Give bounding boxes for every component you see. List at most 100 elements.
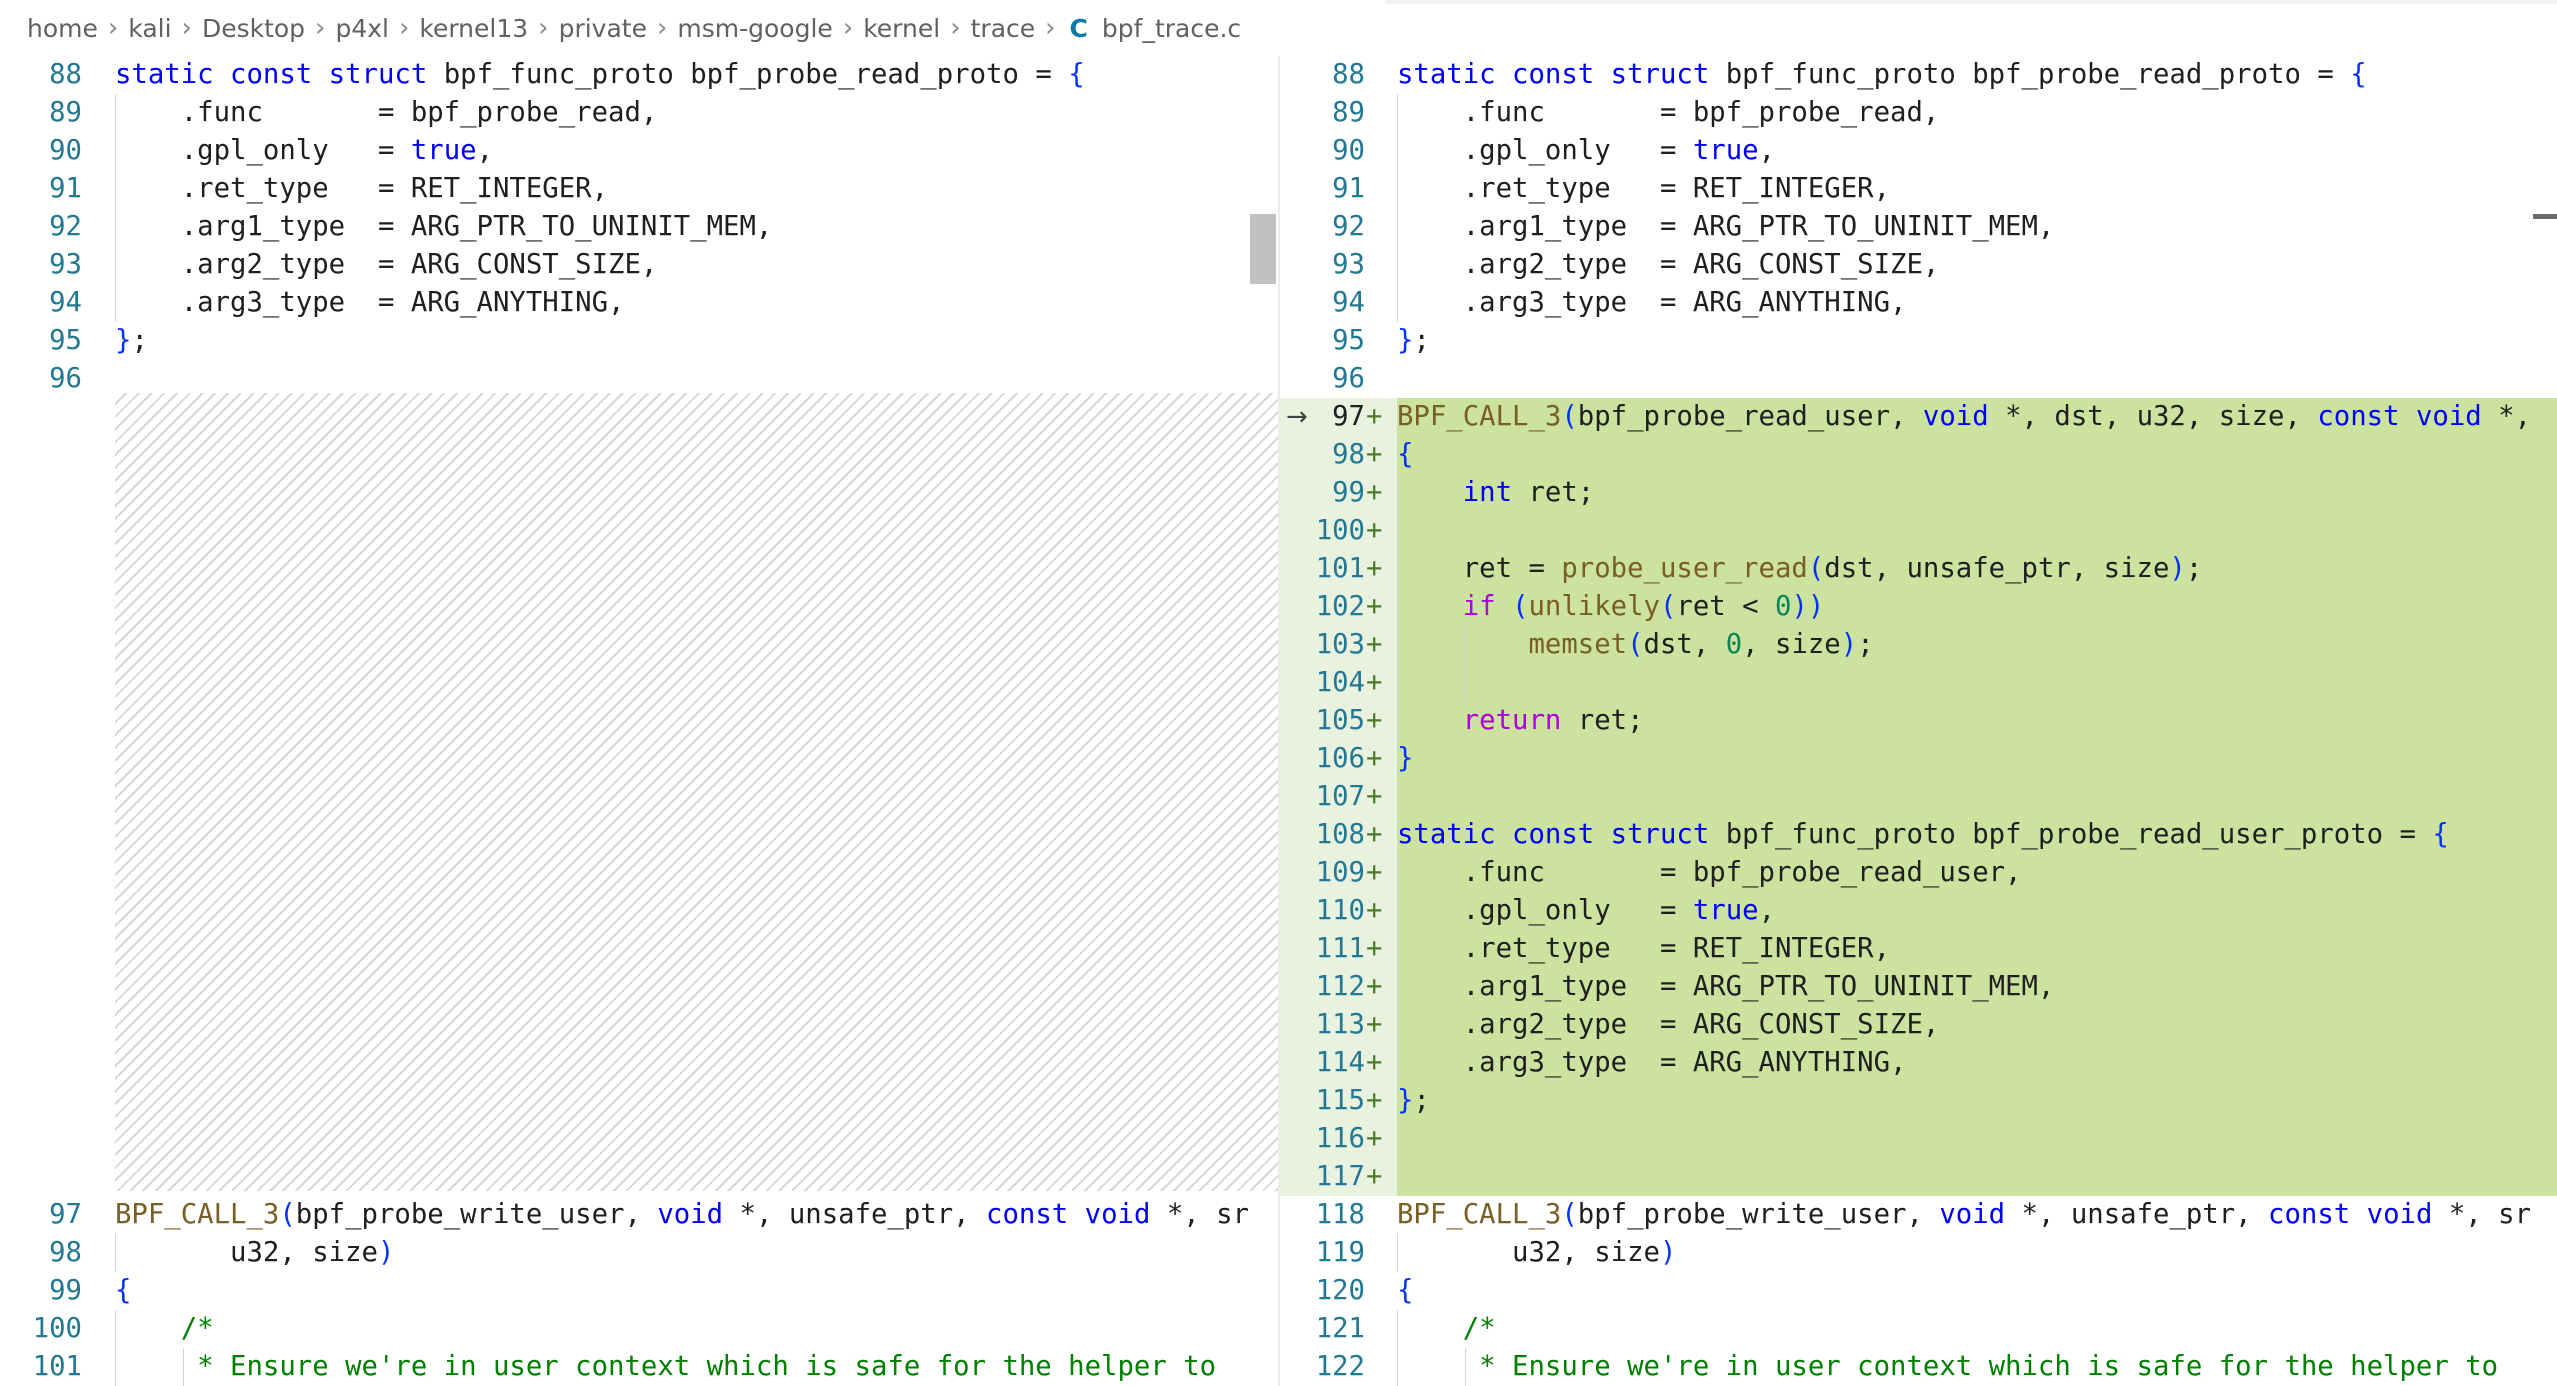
code-line[interactable]: 96: [0, 360, 1278, 398]
added-code-line[interactable]: 117+: [1280, 1158, 2557, 1196]
breadcrumb-item[interactable]: p4xl: [335, 13, 389, 43]
added-code-line[interactable]: 101+ ret = probe_user_read(dst, unsafe_p…: [1280, 550, 2557, 588]
code-text: .arg1_type = ARG_PTR_TO_UNINIT_MEM,: [1397, 971, 2055, 1002]
added-code-line[interactable]: 98+{: [1280, 436, 2557, 474]
line-number: 99: [1332, 477, 1365, 508]
breadcrumb-item[interactable]: kernel13: [419, 13, 529, 43]
added-code-line[interactable]: 116+: [1280, 1120, 2557, 1158]
code-line[interactable]: 89 .func = bpf_probe_read,: [0, 94, 1278, 132]
added-code-line[interactable]: 105+ return ret;: [1280, 702, 2557, 740]
added-line-gutter: [1280, 398, 1397, 436]
added-line-highlight: [1397, 1158, 2557, 1196]
chevron-right-icon: ›: [398, 13, 410, 43]
added-line-gutter: [1280, 930, 1397, 968]
added-code-line[interactable]: 113+ .arg2_type = ARG_CONST_SIZE,: [1280, 1006, 2557, 1044]
added-line-highlight: [1397, 1006, 2557, 1044]
code-line[interactable]: 93 .arg2_type = ARG_CONST_SIZE,: [1280, 246, 2557, 284]
added-code-line[interactable]: 100+: [1280, 512, 2557, 550]
added-code-line[interactable]: 106+}: [1280, 740, 2557, 778]
added-line-highlight: [1397, 436, 2557, 474]
added-code-line[interactable]: 110+ .gpl_only = true,: [1280, 892, 2557, 930]
chevron-right-icon: ›: [315, 13, 326, 43]
tab-strip-edge: [1385, 0, 2557, 4]
line-number: 103: [1315, 629, 1365, 660]
added-line-highlight: [1397, 626, 2557, 664]
code-line[interactable]: 92 .arg1_type = ARG_PTR_TO_UNINIT_MEM,: [1280, 208, 2557, 246]
indent-guide: [115, 1310, 116, 1386]
code-line[interactable]: 94 .arg3_type = ARG_ANYTHING,: [1280, 284, 2557, 322]
line-number: 118: [1315, 1199, 1365, 1230]
line-number: 121: [1315, 1313, 1365, 1344]
code-line[interactable]: 90 .gpl_only = true,: [1280, 132, 2557, 170]
code-line[interactable]: 100 /*: [0, 1310, 1278, 1348]
added-code-line[interactable]: 104+: [1280, 664, 2557, 702]
added-code-line[interactable]: 107+: [1280, 778, 2557, 816]
arrow-right-icon[interactable]: →: [1286, 402, 1308, 432]
line-number: 111: [1315, 933, 1365, 964]
code-text: .arg3_type = ARG_ANYTHING,: [1397, 287, 1907, 318]
code-text: .ret_type = RET_INTEGER,: [115, 173, 609, 204]
breadcrumb-item[interactable]: kali: [128, 13, 172, 43]
code-line[interactable]: 98 u32, size): [0, 1234, 1278, 1272]
added-line-gutter: [1280, 1082, 1397, 1120]
breadcrumb-item[interactable]: Desktop: [201, 13, 306, 43]
added-line-gutter: [1280, 968, 1397, 1006]
added-code-line[interactable]: 109+ .func = bpf_probe_read_user,: [1280, 854, 2557, 892]
line-number: 97: [1332, 401, 1365, 432]
code-line[interactable]: 89 .func = bpf_probe_read,: [1280, 94, 2557, 132]
breadcrumb-item[interactable]: home: [27, 13, 98, 43]
line-number: 96: [49, 363, 82, 394]
added-code-line[interactable]: 108+static const struct bpf_func_proto b…: [1280, 816, 2557, 854]
chevron-right-icon: ›: [656, 13, 668, 43]
added-code-line[interactable]: 111+ .ret_type = RET_INTEGER,: [1280, 930, 2557, 968]
added-code-line[interactable]: 102+ if (unlikely(ret < 0)): [1280, 588, 2557, 626]
code-line[interactable]: 91 .ret_type = RET_INTEGER,: [1280, 170, 2557, 208]
added-line-gutter: [1280, 1158, 1397, 1196]
added-code-line[interactable]: 97+BPF_CALL_3(bpf_probe_read_user, void …: [1280, 398, 2557, 436]
original-scrollbar-thumb[interactable]: [1250, 214, 1276, 284]
code-line[interactable]: 96: [1280, 360, 2557, 398]
breadcrumb-item[interactable]: private: [558, 13, 647, 43]
breadcrumb-item[interactable]: trace: [970, 13, 1036, 43]
code-text: u32, size): [1397, 1237, 1677, 1268]
code-line[interactable]: 101 * Ensure we're in user context which…: [0, 1348, 1278, 1386]
code-line[interactable]: 90 .gpl_only = true,: [0, 132, 1278, 170]
code-text: * Ensure we're in user context which is …: [1397, 1351, 2499, 1382]
code-line[interactable]: 92 .arg1_type = ARG_PTR_TO_UNINIT_MEM,: [0, 208, 1278, 246]
code-text: .func = bpf_probe_read,: [1397, 97, 1940, 128]
code-text: if (unlikely(ret < 0)): [1462, 591, 1825, 622]
code-line[interactable]: 122 * Ensure we're in user context which…: [1280, 1348, 2557, 1386]
code-line[interactable]: 119 u32, size): [1280, 1234, 2557, 1272]
added-code-line[interactable]: 103+ memset(dst, 0, size);: [1280, 626, 2557, 664]
code-line[interactable]: 95};: [1280, 322, 2557, 360]
code-line[interactable]: 99{: [0, 1272, 1278, 1310]
code-text: }: [1397, 743, 1414, 774]
added-code-line[interactable]: 112+ .arg1_type = ARG_PTR_TO_UNINIT_MEM,: [1280, 968, 2557, 1006]
breadcrumb-item[interactable]: kernel: [863, 13, 941, 43]
line-number: 97: [49, 1199, 82, 1230]
code-line[interactable]: 121 /*: [1280, 1310, 2557, 1348]
code-text: .gpl_only = true,: [115, 135, 494, 166]
modified-scrollbar-thumb[interactable]: [2533, 214, 2557, 219]
code-line[interactable]: 94 .arg3_type = ARG_ANYTHING,: [0, 284, 1278, 322]
code-line[interactable]: 91 .ret_type = RET_INTEGER,: [0, 170, 1278, 208]
added-line-plus-marker: +: [1366, 705, 1383, 736]
breadcrumb-item[interactable]: msm-google: [677, 13, 833, 43]
added-line-gutter: [1280, 854, 1397, 892]
code-line[interactable]: 95};: [0, 322, 1278, 360]
added-line-plus-marker: +: [1366, 439, 1383, 470]
added-code-line[interactable]: 114+ .arg3_type = ARG_ANYTHING,: [1280, 1044, 2557, 1082]
breadcrumb-file-name[interactable]: bpf_trace.c: [1101, 13, 1242, 43]
added-line-plus-marker: +: [1366, 629, 1383, 660]
code-line[interactable]: 93 .arg2_type = ARG_CONST_SIZE,: [0, 246, 1278, 284]
added-code-line[interactable]: 115+};: [1280, 1082, 2557, 1120]
code-text: {: [1397, 439, 1414, 470]
code-line[interactable]: 120{: [1280, 1272, 2557, 1310]
added-code-line[interactable]: 99+ int ret;: [1280, 474, 2557, 512]
